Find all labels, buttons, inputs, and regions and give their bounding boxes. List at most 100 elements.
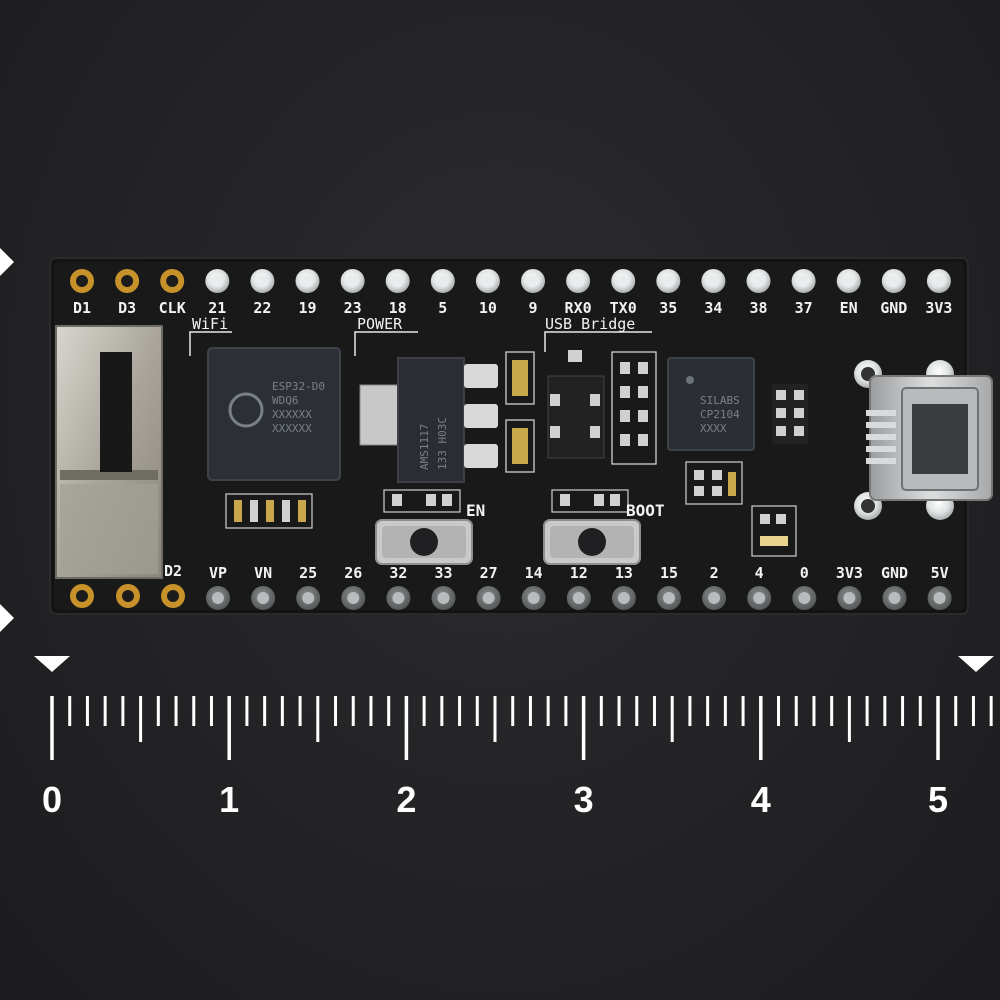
pin-hole [257,592,270,604]
pin-hole [572,275,585,287]
resistor-pad [620,410,630,422]
bottom-pin-label: 25 [299,564,317,582]
pin-hole [753,592,766,604]
pin-hole [121,275,134,287]
esp32-support-components [225,493,313,529]
bottom-pin: 0 [792,564,817,610]
en-button[interactable]: EN [375,489,485,565]
antenna-shield [55,325,163,579]
bottom-pin-label: 0 [800,564,809,582]
svg-text:WDQ6: WDQ6 [272,394,299,407]
top-pin: 23 [340,269,365,317]
bottom-pin-label: 27 [480,564,498,582]
bottom-pin-label: 4 [755,564,764,582]
pin-hole [752,275,765,287]
bottom-pin-label: 33 [434,564,452,582]
bottom-pin: 5V [927,564,952,610]
usb-passives [685,384,808,557]
top-pin: 9 [521,269,545,317]
boot-button-label: BOOT [626,501,665,520]
bottom-pin-label: D2 [164,562,182,580]
bottom-pin-label: 3V3 [836,564,863,582]
power-section: POWER [354,315,418,356]
usb-bridge-chip: SILABS CP2104 XXXX [667,357,755,451]
top-pin: 19 [295,269,320,317]
bottom-pin-label: GND [881,564,908,582]
top-pin-label: 35 [659,299,677,317]
pin-hole [527,592,540,604]
top-pin: 3V3 [925,269,952,317]
boot-button[interactable]: BOOT [543,489,665,565]
pin-hole [482,592,495,604]
top-pin: 34 [701,269,726,317]
pcb-board [49,257,969,615]
top-pin: 10 [475,269,500,317]
pin-hole [617,275,630,287]
bottom-pin: 27 [476,564,501,610]
bottom-pin: 3V3 [836,564,863,610]
top-pin: 35 [656,269,681,317]
pin-hole [346,275,359,287]
top-pin-label: 22 [253,299,271,317]
top-pin-label: EN [840,299,858,317]
regulator-code: 133 H03C [436,417,449,470]
pin-hole [707,275,720,287]
resistor-pad [620,386,630,398]
svg-text:ESP32-D0: ESP32-D0 [272,380,325,393]
top-pin: 5 [430,269,455,317]
top-pin-label: 18 [389,299,407,317]
pin-hole [572,592,585,604]
bottom-pin-label: 2 [710,564,719,582]
bottom-pin: D2 [70,562,185,608]
ruler-number: 2 [396,779,416,820]
left-arrow-bottom [0,604,14,632]
pin-hole [437,592,450,604]
bottom-pin-label: 14 [525,564,543,582]
capacitors [505,351,535,473]
ruler-marker-left [34,656,70,672]
svg-text:XXXXXX: XXXXXX [272,422,312,435]
top-pin: D3 [115,269,140,317]
ruler-number: 0 [42,779,62,820]
pin-hole [662,275,675,287]
bottom-pin-label: 15 [660,564,678,582]
top-pin: 22 [250,269,275,317]
bottom-pin-label: VP [209,564,227,582]
top-pin: RX0 [565,269,592,317]
bottom-pin: GND [881,564,908,610]
bottom-pin-label: VN [254,564,272,582]
pin-hole [76,590,88,602]
resistor-pad [620,362,630,374]
pin-hole [843,592,856,604]
svg-text:XXXXXX: XXXXXX [272,408,312,421]
usb-contacts [866,410,896,464]
pin-hole [301,275,314,287]
top-pin-label: 3V3 [925,299,952,317]
pin-hole [76,275,88,287]
pin-hole [167,590,179,602]
ruler-number: 5 [928,779,948,820]
pin-hole [436,275,449,287]
esp32-chip: ESP32-D0 WDQ6 XXXXXX XXXXXX [207,347,341,481]
top-pin-label: D1 [73,299,91,317]
ruler-marker-right [958,656,994,672]
wifi-label: WiFi [192,315,228,333]
pin-hole [842,275,855,287]
pin-hole [527,275,539,287]
svg-text:CP2104: CP2104 [700,408,740,421]
resistor-pad [638,410,648,422]
bottom-pin-label: 12 [570,564,588,582]
top-pin-label: 38 [749,299,767,317]
bottom-pin: 14 [521,564,546,610]
ruler-number: 1 [219,779,239,820]
bottom-pin: 12 [566,564,591,610]
usb-bridge-small-ic [547,350,605,459]
top-pin-label: RX0 [565,299,592,317]
regulator-text: AMS1117 [418,424,431,470]
wifi-section: WiFi [189,315,232,356]
bottom-pin-label: 13 [615,564,633,582]
pin-hole [617,592,630,604]
top-pin: 37 [791,269,816,317]
